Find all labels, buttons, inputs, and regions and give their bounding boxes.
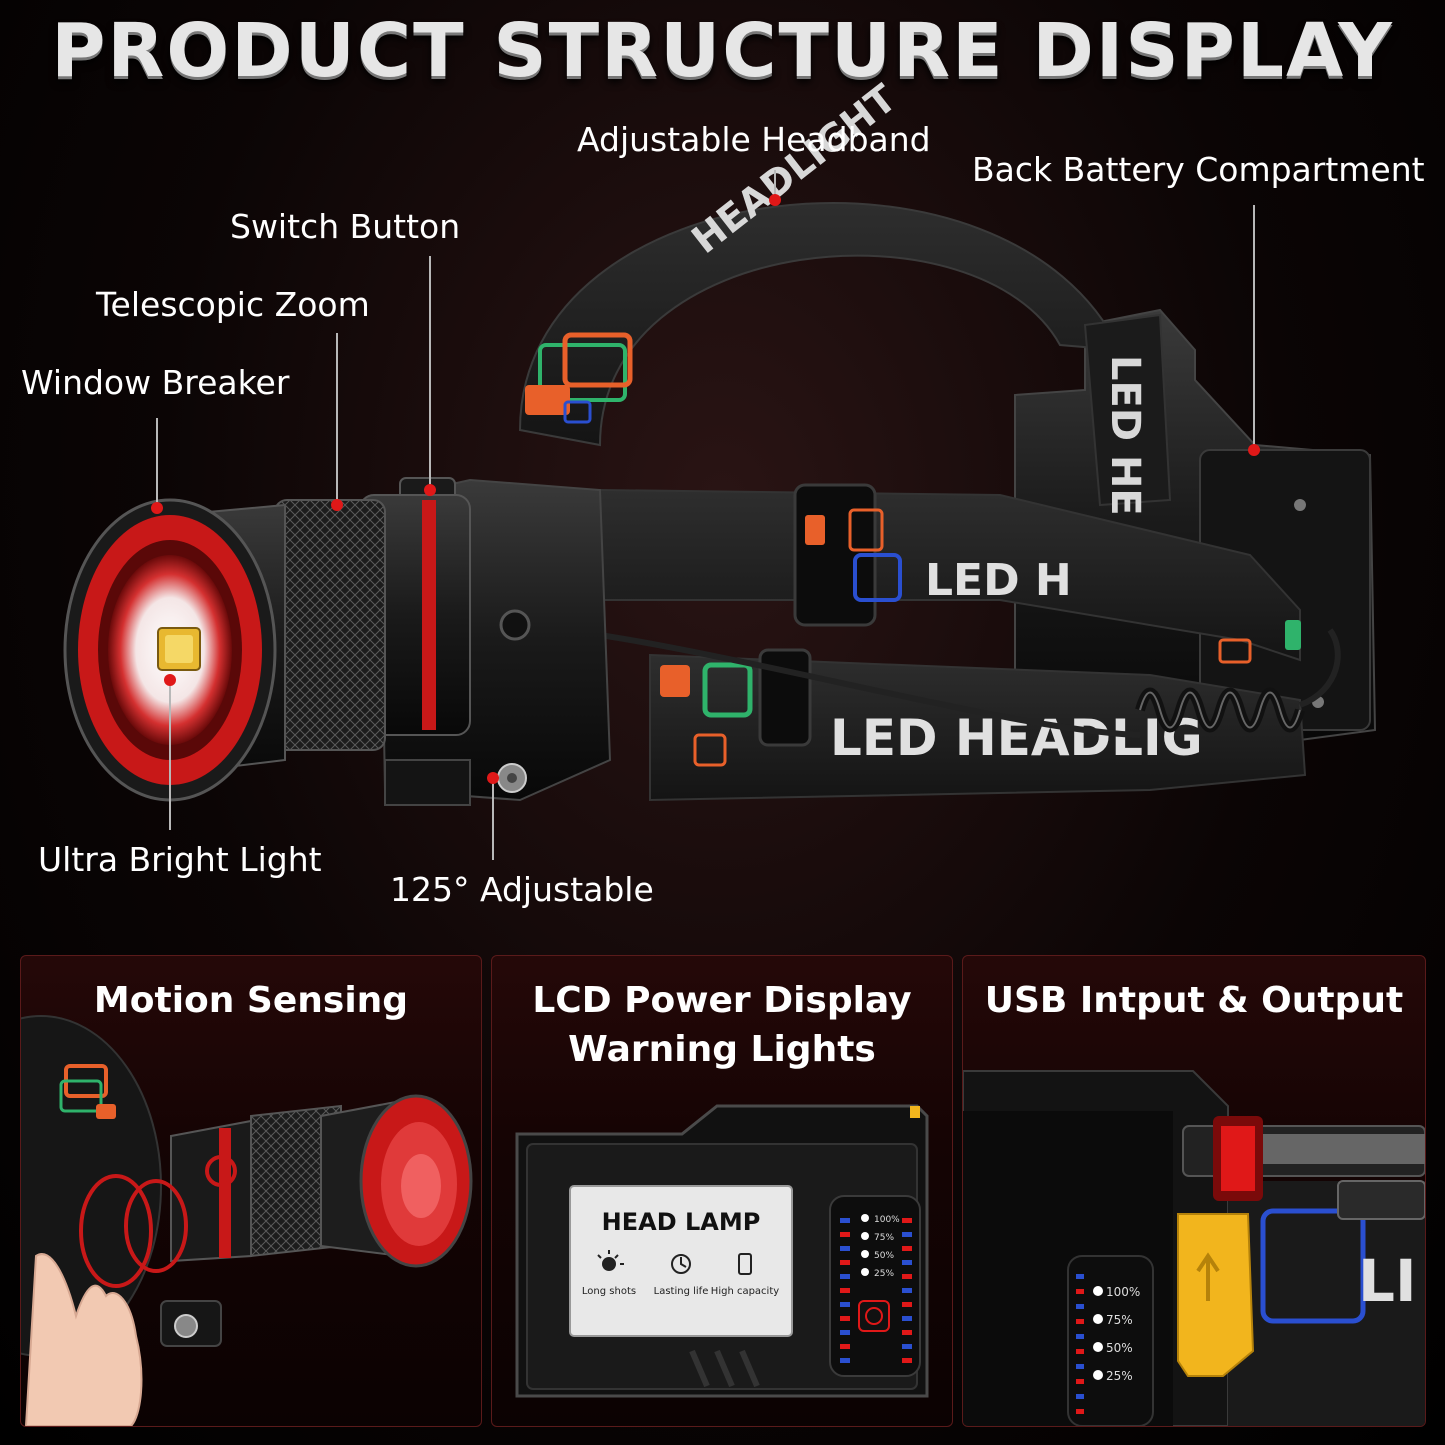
feature-high-capacity: High capacity (711, 1286, 779, 1297)
panel-motion-sensing: Motion Sensing (20, 955, 482, 1427)
lcd-level-100: 100% (874, 1215, 900, 1225)
vertical-strap: LED HE (1083, 313, 1172, 516)
headlamp-illustration: HEADLIGHT LED HE LED H (63, 76, 1377, 860)
motion-illustration (21, 1015, 473, 1426)
middle-band: LED H (599, 483, 1301, 664)
usb-level-50: 50% (1106, 1341, 1133, 1355)
lens-bezel (63, 498, 277, 802)
feature-lasting-life: Lasting life (654, 1286, 709, 1297)
band-text-mid: LED H (925, 555, 1072, 606)
label-ultra-bright: Ultra Bright Light (38, 840, 322, 879)
lcd-level-75: 75% (874, 1233, 894, 1243)
panel-lcd-display: LCD Power Display Warning Lights HEAD LA… (491, 955, 953, 1427)
panel-title-lcd-2: Warning Lights (568, 1029, 876, 1070)
label-switch-button: Switch Button (230, 207, 461, 246)
panel-title-lcd-1: LCD Power Display (532, 980, 912, 1021)
panel-title-usb: USB Intput & Output (984, 980, 1404, 1021)
panel-title-motion: Motion Sensing (93, 980, 409, 1021)
lcd-illustration: HEAD LAMP Long shots Lasting life High c… (515, 1104, 929, 1398)
usb-level-75: 75% (1106, 1313, 1133, 1327)
usb-band-text: LI (1358, 1247, 1417, 1315)
usb-level-100: 100% (1106, 1285, 1140, 1299)
label-window-breaker: Window Breaker (21, 363, 290, 402)
page-title: PRODUCT STRUCTURE DISPLAY (51, 8, 1394, 94)
lcd-head-lamp-text: HEAD LAMP (602, 1208, 761, 1236)
usb-level-25: 25% (1106, 1369, 1133, 1383)
label-telescopic-zoom: Telescopic Zoom (96, 285, 370, 324)
lcd-level-50: 50% (874, 1251, 894, 1261)
band-text-back: LED HE (1102, 355, 1148, 516)
label-adjustable-headband: Adjustable Headband (577, 120, 931, 159)
usb-illustration: LI 100% 75% 50% 25% (963, 1070, 1425, 1426)
lcd-level-25: 25% (874, 1269, 894, 1279)
label-125-adjustable: 125° Adjustable (390, 870, 654, 909)
feature-long-shots: Long shots (582, 1286, 636, 1297)
panel-usb-io: USB Intput & Output LI 100% (962, 955, 1426, 1427)
label-back-battery: Back Battery Compartment (972, 150, 1425, 189)
